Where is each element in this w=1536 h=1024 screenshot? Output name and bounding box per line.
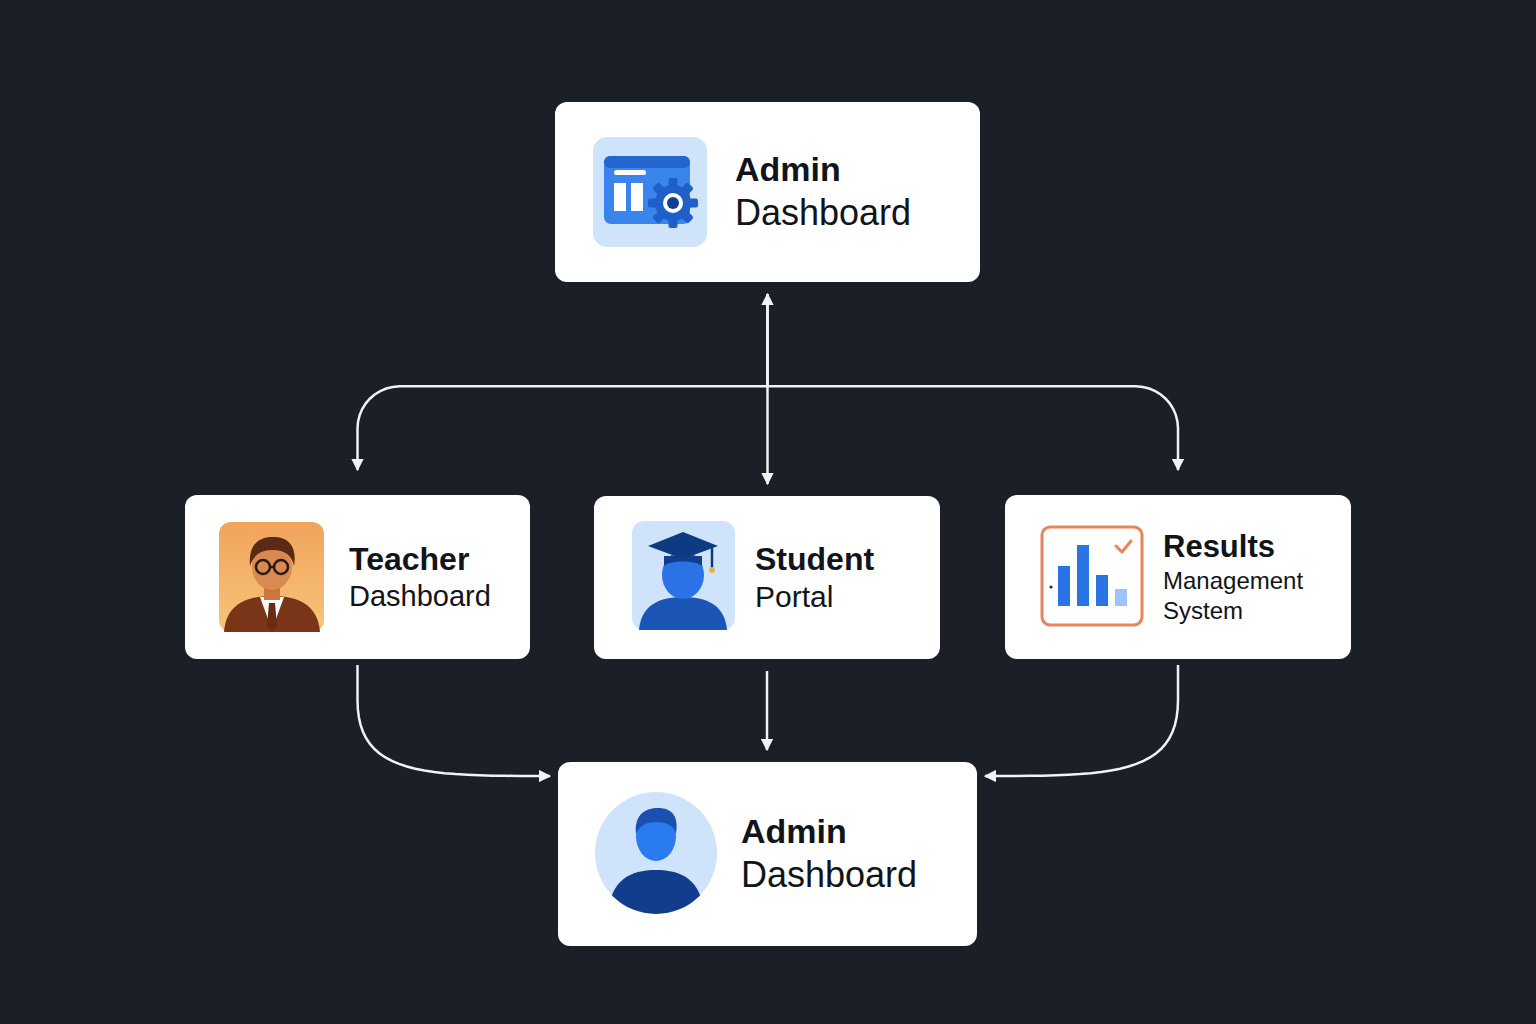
text-group: AdminDashboard (741, 811, 917, 897)
icon-background (632, 521, 735, 630)
cap-tassel (711, 548, 714, 568)
box-subtitle: Dashboard (735, 190, 911, 235)
text-group: StudentPortal (755, 540, 874, 616)
tassel-end (709, 567, 715, 573)
box-subtitle: Portal (755, 578, 874, 616)
admin-body (608, 870, 704, 915)
arrow-connector (766, 671, 769, 750)
window-bar (614, 183, 626, 211)
graduation-cap (648, 532, 718, 559)
gear-symbol (648, 178, 698, 228)
box-heading: Results (1163, 528, 1341, 565)
glasses (256, 560, 288, 574)
window-shape (604, 156, 690, 224)
icon-frame (1042, 527, 1142, 625)
student-avatar-icon (632, 521, 735, 630)
box-subtitle: Management System (1163, 566, 1341, 626)
arrow-connector (358, 294, 768, 470)
teacher-avatar-icon (219, 522, 324, 632)
box-heading: Admin (741, 811, 917, 852)
icon-background (593, 137, 707, 247)
shirt (260, 597, 284, 630)
admin-dashboard-icon (593, 137, 707, 247)
box-subtitle: Dashboard (741, 852, 917, 897)
box-heading: Teacher (349, 540, 491, 578)
head (252, 542, 292, 590)
hair (636, 808, 677, 834)
hair (250, 537, 295, 566)
process-box: ResultsManagement System (1005, 495, 1351, 659)
window-line (614, 170, 646, 175)
cap-band (664, 556, 702, 566)
box-subtitle: Dashboard (349, 578, 491, 614)
chart-bar (1058, 566, 1070, 606)
tie (267, 603, 277, 632)
admin-avatar-icon (595, 792, 717, 915)
check-mark (1116, 541, 1131, 552)
process-box: AdminDashboard (555, 102, 980, 282)
box-heading: Student (755, 540, 874, 578)
window-titlebar (604, 156, 690, 168)
head (662, 551, 704, 599)
arrow-connector (985, 665, 1178, 776)
window-bar (631, 183, 643, 211)
student-body (639, 597, 727, 630)
process-box: TeacherDashboard (185, 495, 530, 659)
text-group: TeacherDashboard (349, 540, 491, 615)
process-box: AdminDashboard (558, 762, 977, 946)
text-group: ResultsManagement System (1163, 528, 1341, 625)
chart-bar (1096, 575, 1108, 606)
icon-background (595, 792, 717, 914)
box-heading: Admin (735, 149, 911, 190)
neck (264, 582, 280, 600)
arrow-connector (358, 665, 551, 776)
chart-bar (1077, 545, 1089, 606)
axis-dot (1049, 585, 1052, 588)
head (636, 811, 676, 861)
results-chart-icon (1042, 527, 1142, 625)
arrow-connector (768, 294, 1179, 470)
process-box: StudentPortal (594, 496, 940, 659)
suit-body (224, 596, 320, 632)
text-group: AdminDashboard (735, 149, 911, 235)
icon-background (219, 522, 324, 632)
chart-bar (1115, 589, 1127, 606)
